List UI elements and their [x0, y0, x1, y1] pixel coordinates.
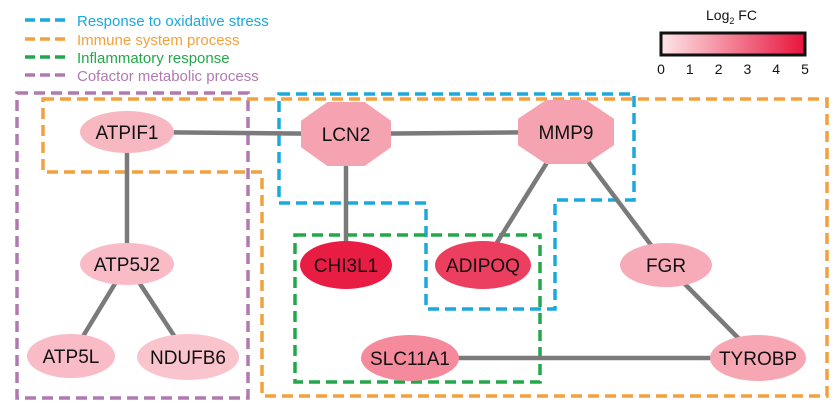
node-atp5l[interactable]: ATP5L	[27, 334, 115, 378]
color-scale-tick-1: 1	[686, 61, 694, 77]
color-scale-tick-3: 3	[744, 61, 752, 77]
legend-label-immune: Immune system process	[77, 32, 240, 49]
color-scale-ticks: 0 1 2 3 4 5	[657, 61, 809, 77]
node-ndufb6[interactable]: NDUFB6	[137, 334, 239, 380]
node-label-lcn2: LCN2	[322, 125, 371, 146]
legend-label-inflammatory: Inflammatory response	[77, 50, 230, 67]
node-shape-mmp9	[518, 100, 614, 164]
node-tyrobp[interactable]: TYROBP	[710, 335, 806, 381]
node-shape-atp5l	[27, 334, 115, 378]
node-label-chi3l1: CHI3L1	[314, 256, 378, 277]
node-adipoq[interactable]: ADIPOQ	[435, 241, 531, 289]
color-scale: Log2 FC 0 1 2 3 4 5	[657, 7, 809, 77]
node-label-slc11a1: SLC11A1	[370, 349, 450, 370]
color-scale-tick-4: 4	[772, 61, 780, 77]
node-label-mmp9: MMP9	[539, 123, 594, 144]
legend-item-inflammatory: Inflammatory response	[25, 50, 230, 67]
node-label-tyrobp: TYROBP	[719, 349, 797, 370]
node-shape-chi3l1	[300, 241, 392, 289]
node-shape-atpif1	[80, 111, 174, 153]
legend: Response to oxidative stress Immune syst…	[25, 13, 269, 85]
group-boxes	[15, 91, 829, 400]
node-shape-atp5j2	[80, 243, 174, 285]
legend-item-oxidative: Response to oxidative stress	[25, 13, 269, 30]
node-label-adipoq: ADIPOQ	[446, 256, 520, 277]
node-label-fgr: FGR	[646, 256, 686, 277]
node-label-atp5j2: ATP5J2	[94, 255, 160, 276]
node-slc11a1[interactable]: SLC11A1	[361, 335, 459, 381]
group-box-inflammatory	[293, 233, 542, 384]
legend-label-cofactor: Cofactor metabolic process	[77, 68, 259, 85]
node-shape-adipoq	[435, 241, 531, 289]
node-shape-lcn2	[301, 102, 391, 166]
color-scale-bar	[659, 31, 807, 57]
node-shape-fgr	[620, 243, 712, 287]
node-fgr[interactable]: FGR	[620, 243, 712, 287]
node-label-ndufb6: NDUFB6	[150, 348, 226, 369]
node-label-atp5l: ATP5L	[43, 347, 100, 368]
legend-item-cofactor: Cofactor metabolic process	[25, 68, 259, 85]
color-scale-tick-0: 0	[657, 61, 665, 77]
node-mmp9[interactable]: MMP9	[518, 100, 614, 164]
color-scale-tick-5: 5	[801, 61, 809, 77]
node-chi3l1[interactable]: CHI3L1	[300, 241, 392, 289]
color-scale-title: Log2 FC	[706, 7, 757, 26]
color-scale-tick-2: 2	[715, 61, 723, 77]
legend-item-immune: Immune system process	[25, 32, 240, 49]
node-atp5j2[interactable]: ATP5J2	[80, 243, 174, 285]
legend-label-oxidative: Response to oxidative stress	[77, 13, 269, 30]
node-label-atpif1: ATPIF1	[96, 123, 159, 144]
group-box-oxidative	[277, 92, 636, 311]
node-shape-tyrobp	[710, 335, 806, 381]
group-box-cofactor	[15, 91, 250, 400]
node-lcn2[interactable]: LCN2	[301, 102, 391, 166]
node-atpif1[interactable]: ATPIF1	[80, 111, 174, 153]
node-shape-ndufb6	[137, 334, 239, 380]
group-box-immune	[41, 97, 829, 398]
node-shape-slc11a1	[361, 335, 459, 381]
